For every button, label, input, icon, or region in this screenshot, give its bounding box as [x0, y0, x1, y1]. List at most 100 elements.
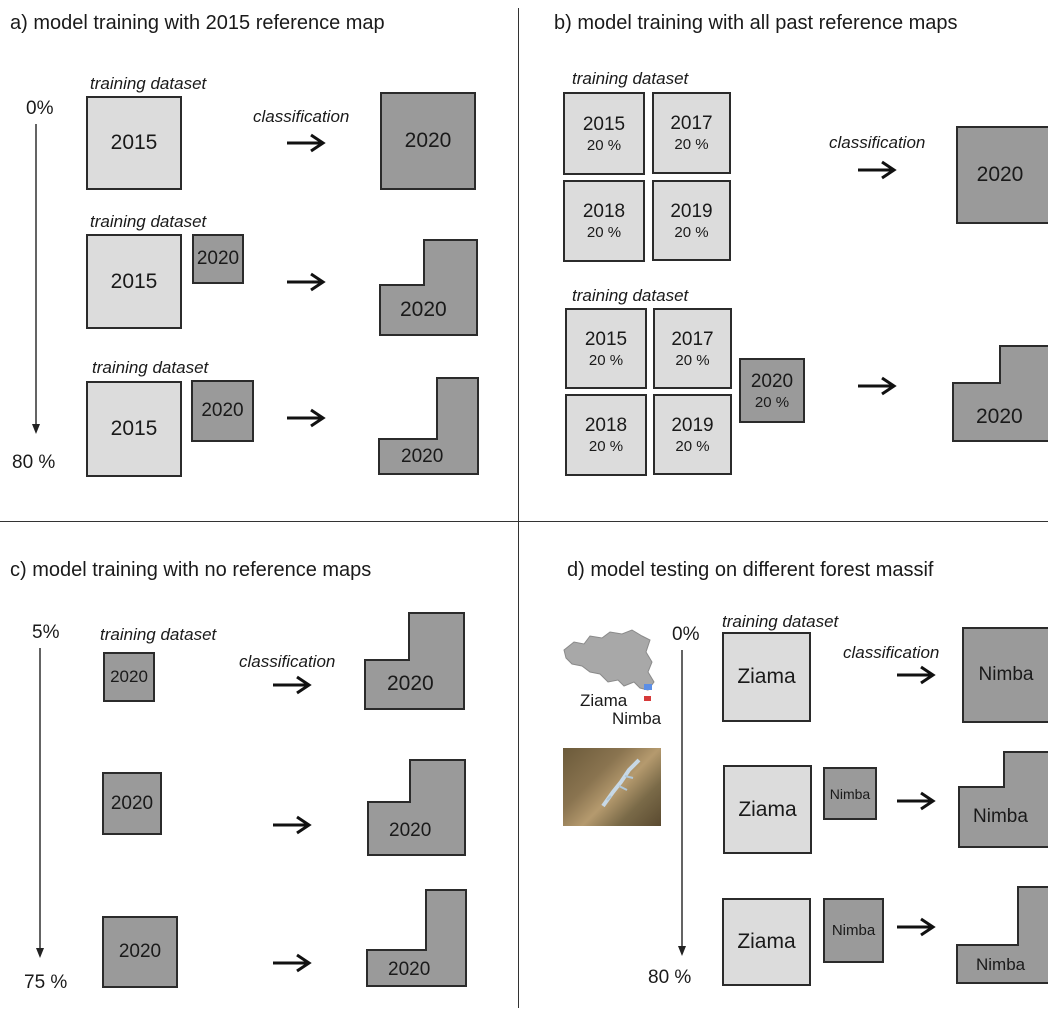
vertical-divider: [518, 8, 519, 1008]
year-label: 2018: [584, 415, 628, 436]
panel-a-extra-box-2020-3: 2020: [191, 380, 254, 442]
year-label: 2020: [750, 370, 794, 392]
panel-c-training-label: training dataset: [100, 625, 217, 644]
pct-label: 20 %: [675, 351, 710, 369]
panel-d-progress-arrow: [678, 650, 686, 956]
panel-a-pct-top: 0%: [26, 98, 54, 119]
panel-d-result-shape-2: [958, 751, 1048, 848]
pct-label: 20 %: [674, 223, 709, 241]
pct-label: 20 %: [675, 437, 710, 455]
panel-a-classification-label: classification: [253, 107, 350, 126]
panel-a-result-shape-3: [378, 377, 479, 475]
year-label: 2020: [118, 941, 162, 962]
panel-d-arrow-icon-2: [897, 791, 936, 811]
panel-d-extra-box-3: Nimba: [823, 898, 884, 963]
site-label: Nimba: [978, 664, 1034, 685]
pct-label: 20 %: [588, 351, 624, 369]
panel-b-arrow-icon-1: [858, 160, 897, 180]
panel-b-result-label-2: 2020: [976, 405, 1023, 428]
panel-d-pct-top: 0%: [672, 624, 700, 645]
year-label: 2019: [671, 414, 714, 436]
panel-c-pct-bottom: 75 %: [24, 972, 68, 993]
panel-b-result-shape-2: [952, 345, 1048, 442]
year-label: 2020: [976, 163, 1024, 186]
panel-c-result-shape-3: [366, 889, 467, 987]
panel-a-extra-box-2020-2: 2020: [192, 234, 244, 284]
year-label: 2020: [110, 667, 148, 686]
panel-d-extra-box-2: Nimba: [823, 767, 877, 820]
panel-d-arrow-icon-1: [897, 665, 936, 685]
panel-a-training-label-3: training dataset: [92, 358, 209, 377]
panel-d-train-box-2: Ziama: [723, 765, 812, 854]
panel-c-result-label-3: 2020: [388, 959, 431, 980]
panel-c-arrow-icon-2: [273, 815, 312, 835]
year-label: 2019: [670, 200, 713, 222]
panel-c-title: c) model training with no reference maps: [10, 559, 372, 581]
panel-c-result-shape-2: [367, 759, 466, 856]
year-label: 2017: [670, 113, 713, 134]
panel-b-title: b) model training with all past referenc…: [554, 12, 958, 34]
year-label: 2018: [582, 201, 626, 222]
panel-d-result-label-3: Nimba: [976, 955, 1026, 974]
nimba-marker: [644, 696, 651, 701]
pct-label: 20 %: [586, 224, 622, 241]
panel-c-train-box-3: 2020: [102, 916, 178, 988]
satellite-river-shape: [601, 758, 641, 808]
panel-d-result-label-2: Nimba: [973, 806, 1028, 827]
panel-a-training-label-2: training dataset: [90, 212, 207, 231]
panel-a-result-box-1: 2020: [380, 92, 476, 190]
pct-label: 20 %: [586, 136, 622, 154]
panel-c-train-box-2: 2020: [102, 772, 162, 835]
panel-b-result-box-1: 2020: [956, 126, 1048, 224]
panel-d-arrow-icon-3: [897, 917, 936, 937]
panel-c-classification-label: classification: [239, 652, 336, 671]
panel-a-train-box-2015-2: 2015: [86, 234, 182, 329]
panel-a-arrow-icon-2: [287, 272, 326, 292]
panel-d-classification-label: classification: [843, 643, 940, 662]
panel-c-result-label-2: 2020: [389, 820, 432, 841]
panel-d-pct-bottom: 80 %: [648, 967, 692, 988]
year-label: 2015: [110, 269, 158, 293]
year-label: 2020: [404, 129, 452, 152]
panel-b-classification-label: classification: [829, 133, 926, 152]
panel-c-pct-top: 5%: [32, 622, 60, 643]
panel-a-arrow-icon-1: [287, 133, 326, 153]
panel-b-box-2018-1: 2018 20 %: [563, 180, 645, 262]
panel-a-result-shape-2: [379, 239, 478, 336]
year-label: 2015: [582, 113, 626, 135]
panel-a-training-label-1: training dataset: [90, 74, 207, 93]
panel-b-arrow-icon-2: [858, 376, 897, 396]
site-label: Ziama: [738, 797, 797, 821]
panel-c-arrow-icon-3: [273, 953, 312, 973]
panel-d-title: d) model testing on different forest mas…: [567, 559, 934, 581]
map-label-nimba: Nimba: [612, 709, 662, 728]
panel-a-pct-bottom: 80 %: [12, 452, 56, 473]
panel-d-train-box-3: Ziama: [722, 898, 811, 986]
horizontal-divider: [0, 521, 1048, 522]
panel-c-result-label-1: 2020: [387, 672, 434, 695]
panel-a-result-label-2: 2020: [400, 298, 447, 321]
panel-c-arrow-icon-1: [273, 675, 312, 695]
ziama-marker: [644, 684, 652, 690]
site-label: Nimba: [829, 785, 871, 802]
panel-d-result-box-1: Nimba: [962, 627, 1048, 723]
panel-c-train-box-1: 2020: [103, 652, 155, 702]
pct-label: 20 %: [754, 393, 790, 411]
guinea-map-icon: [563, 629, 655, 701]
pct-label: 20 %: [588, 438, 624, 455]
site-label: Nimba: [831, 922, 876, 939]
panel-c-progress-arrow: [36, 648, 44, 958]
year-label: 2015: [110, 417, 158, 440]
year-label: 2020: [201, 400, 244, 421]
panel-a-title: a) model training with 2015 reference ma…: [10, 12, 385, 34]
panel-a-progress-arrow: [32, 124, 40, 434]
satellite-image: [563, 748, 661, 826]
panel-c-result-shape-1: [364, 612, 465, 710]
panel-a-train-box-2015-1: 2015: [86, 96, 182, 190]
